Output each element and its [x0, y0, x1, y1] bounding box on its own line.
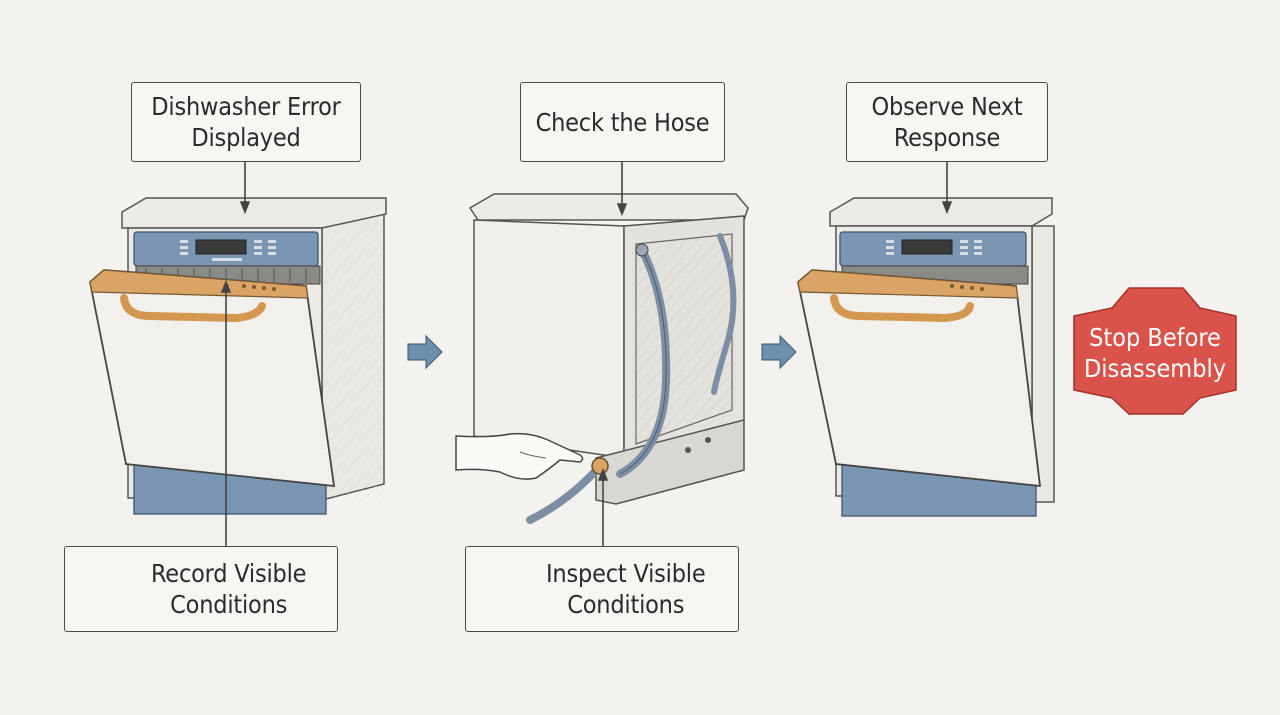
step-record-text: Record Visible Conditions — [151, 558, 307, 620]
dishwasher-open-door-2 — [797, 197, 1055, 517]
connector-lines — [220, 162, 953, 546]
step-observe-line2: Response — [893, 123, 1001, 152]
step-record-line2: Conditions — [170, 590, 288, 619]
step-error-displayed-box: Dishwasher Error Displayed — [131, 82, 361, 162]
step-inspect-line1: Inspect Visible — [546, 559, 706, 588]
step-error-line1: Dishwasher Error — [151, 92, 341, 121]
step-error-line2: Displayed — [191, 123, 301, 152]
step-error-text: Dishwasher Error Displayed — [151, 91, 341, 153]
step-record-conditions-box: Record Visible Conditions — [64, 546, 338, 632]
step-hose-line1: Check the Hose — [535, 107, 710, 137]
stop-line1: Stop Before — [1089, 323, 1221, 352]
dishwasher-rear-with-hose — [455, 193, 749, 524]
flow-arrow-2-icon — [761, 334, 797, 370]
stop-octagon-icon — [1073, 287, 1237, 415]
step-observe-response-box: Observe Next Response — [846, 82, 1048, 162]
stop-line2: Disassembly — [1083, 354, 1227, 383]
step-check-hose-box: Check the Hose — [520, 82, 725, 162]
step-record-line1: Record Visible — [151, 559, 307, 588]
step-inspect-text: Inspect Visible Conditions — [546, 558, 706, 620]
step-inspect-conditions-box: Inspect Visible Conditions — [465, 546, 739, 632]
step-inspect-line2: Conditions — [567, 590, 685, 619]
stop-before-disassembly-text: Stop Before Disassembly — [1072, 322, 1238, 384]
step-observe-line1: Observe Next — [871, 92, 1023, 121]
dishwasher-open-door-1 — [89, 197, 387, 515]
step-observe-text: Observe Next Response — [871, 91, 1022, 153]
flow-arrow-1-icon — [407, 334, 443, 370]
